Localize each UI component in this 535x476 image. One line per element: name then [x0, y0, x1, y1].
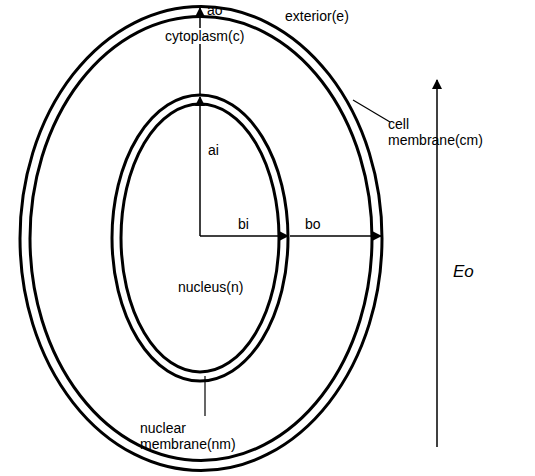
region-label: nucleus(n) — [178, 279, 243, 295]
leader-line — [353, 100, 390, 122]
region-label: cytoplasm(c) — [163, 28, 246, 44]
dimension-arrow — [290, 235, 381, 237]
dimension-arrow — [199, 8, 201, 94]
part-label: cell membrane(cm) — [388, 116, 486, 148]
dimension-label: bo — [305, 216, 321, 232]
part-label: exterior(e) — [285, 8, 349, 24]
dimension-label: ao — [207, 2, 223, 18]
nucleus-ellipse: nucleus(n) — [110, 93, 290, 383]
dimension-arrow — [200, 235, 288, 237]
membrane-outline — [110, 93, 290, 383]
dimension-label: ai — [208, 142, 219, 158]
dimension-label: bi — [238, 216, 249, 232]
part-label: nuclear membrane(nm) — [140, 420, 245, 452]
cell-ellipse: cytoplasm(c) nucleus(n) — [18, 5, 384, 472]
membrane-outline — [18, 5, 384, 472]
field-label: Eo — [453, 262, 474, 281]
dimension-arrow — [199, 97, 201, 236]
